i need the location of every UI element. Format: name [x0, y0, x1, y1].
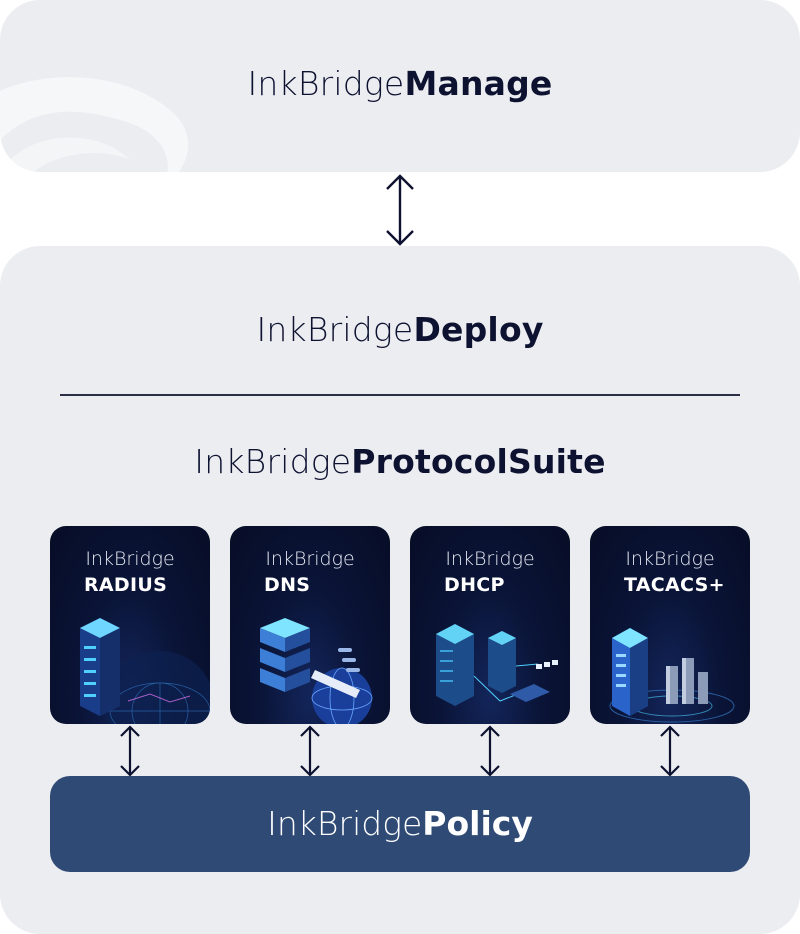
dhcp-policy-arrow — [480, 725, 500, 777]
card-name: RADIUS — [84, 574, 168, 596]
card-dhcp[interactable]: InkBridge DHCP — [410, 526, 570, 724]
tacacs-policy-arrow — [660, 725, 680, 777]
server-city-icon — [609, 628, 735, 723]
dns-policy-arrow — [300, 725, 320, 777]
card-brand: InkBridge — [625, 548, 715, 570]
manage-title: InkBridgeManage — [247, 64, 553, 103]
card-tacacs[interactable]: InkBridge TACACS+ — [590, 526, 750, 724]
decorative-swirl — [0, 77, 188, 172]
card-brand: InkBridge — [85, 548, 175, 570]
card-name: TACACS+ — [624, 574, 725, 596]
card-dns[interactable]: InkBridge DNS — [230, 526, 390, 724]
card-name: DNS — [264, 574, 311, 596]
manage-panel: InkBridgeManage — [0, 0, 800, 172]
radius-policy-arrow — [120, 725, 140, 777]
policy-bar[interactable]: InkBridgePolicy — [50, 776, 750, 872]
server-stack-globe-icon — [260, 618, 373, 724]
manage-deploy-arrow — [386, 174, 414, 246]
policy-title: InkBridgePolicy — [267, 804, 533, 843]
server-rack-globe-icon — [80, 618, 210, 724]
deploy-title: InkBridgeDeploy — [256, 310, 544, 349]
card-name: DHCP — [444, 574, 505, 596]
card-brand: InkBridge — [265, 548, 355, 570]
protocol-suite-title: InkBridgeProtocolSuite — [194, 442, 606, 481]
divider — [60, 394, 740, 396]
server-network-icon — [436, 624, 558, 706]
card-brand: InkBridge — [445, 548, 535, 570]
card-radius[interactable]: InkBridge RADIUS — [50, 526, 210, 724]
